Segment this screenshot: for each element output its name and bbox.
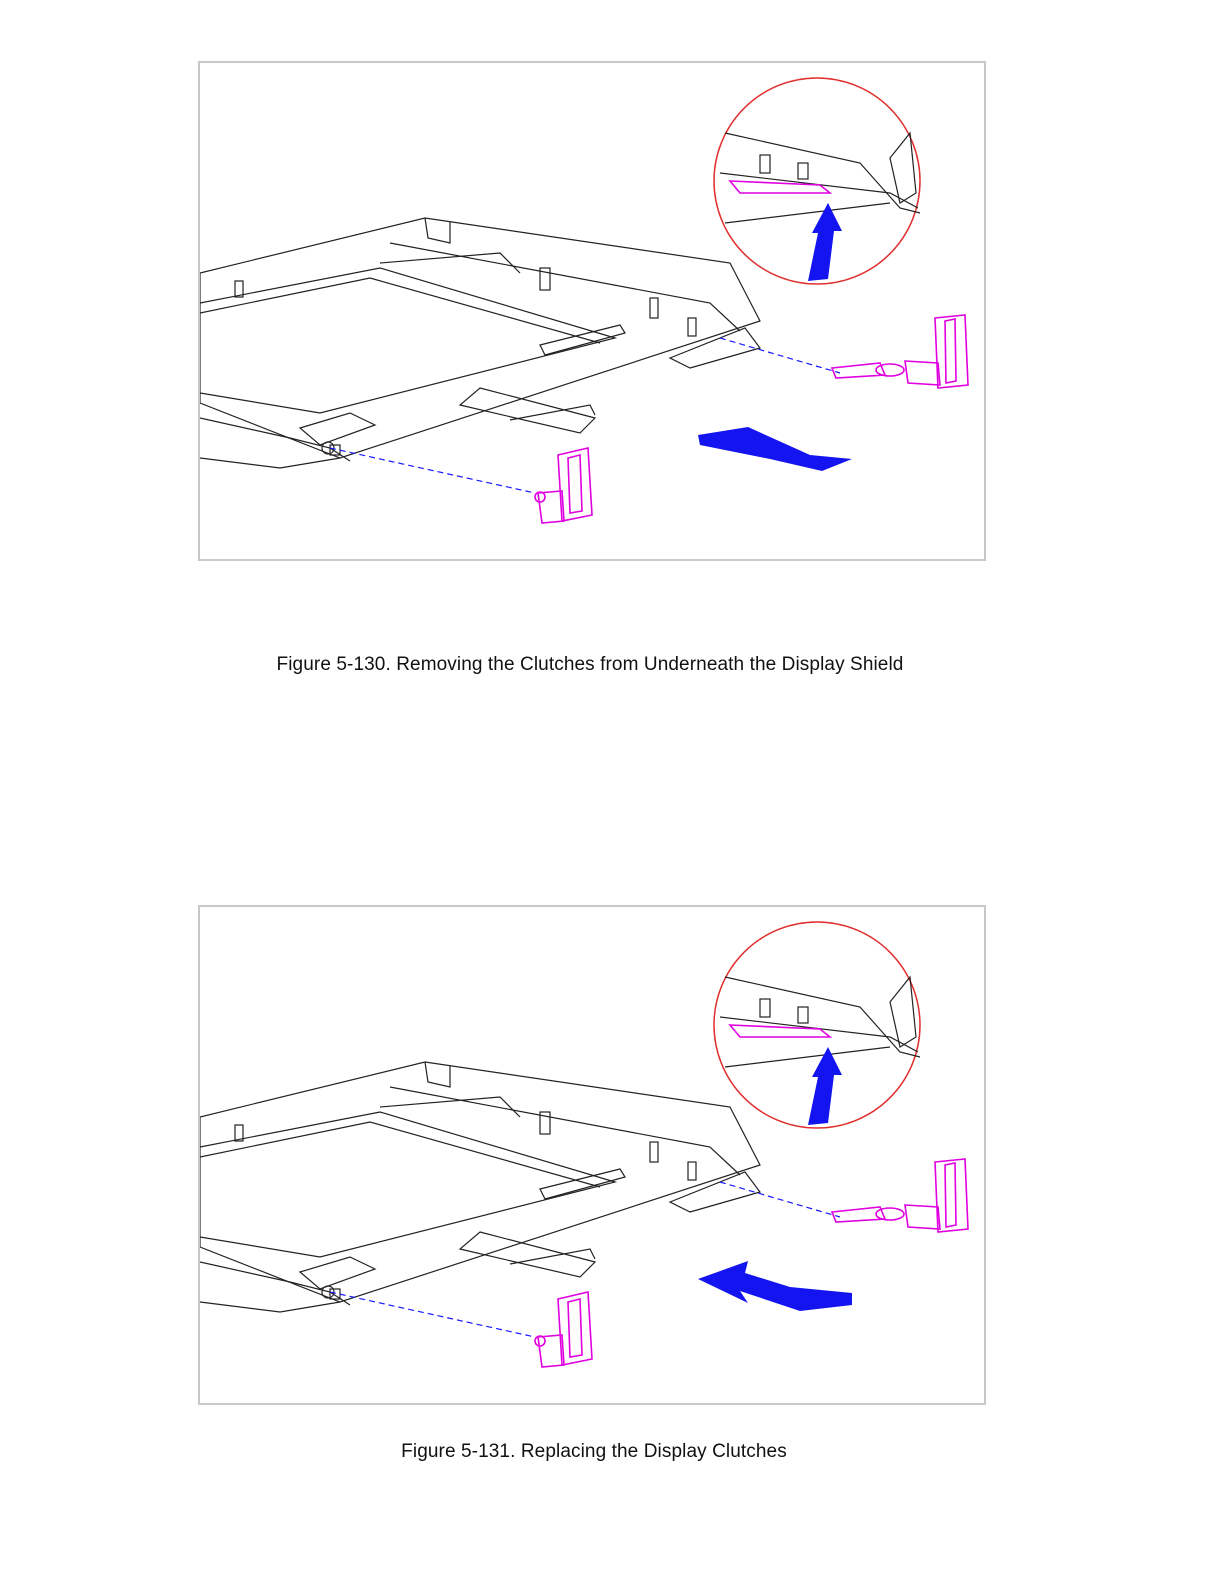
display-shield — [200, 1062, 760, 1312]
left-clutch — [535, 1292, 592, 1367]
guide-line-right — [720, 338, 840, 373]
figure-caption: Figure 5-130. Removing the Clutches from… — [0, 654, 1202, 676]
right-clutch — [832, 1159, 968, 1232]
slide-arrow-left — [698, 1261, 852, 1311]
figure-caption: Figure 5-131. Replacing the Display Clut… — [0, 1441, 1206, 1463]
guide-line-left — [330, 1292, 535, 1337]
right-clutch — [832, 315, 968, 388]
display-shield-drawing — [200, 907, 984, 1403]
slide-arrow-right — [698, 427, 852, 471]
figure-5-131-illustration — [198, 905, 986, 1405]
guide-line-right — [720, 1182, 840, 1217]
display-shield-drawing — [200, 63, 984, 559]
left-clutch — [535, 448, 592, 523]
display-shield — [200, 218, 760, 468]
figure-5-130-illustration — [198, 61, 986, 561]
guide-line-left — [330, 448, 535, 493]
